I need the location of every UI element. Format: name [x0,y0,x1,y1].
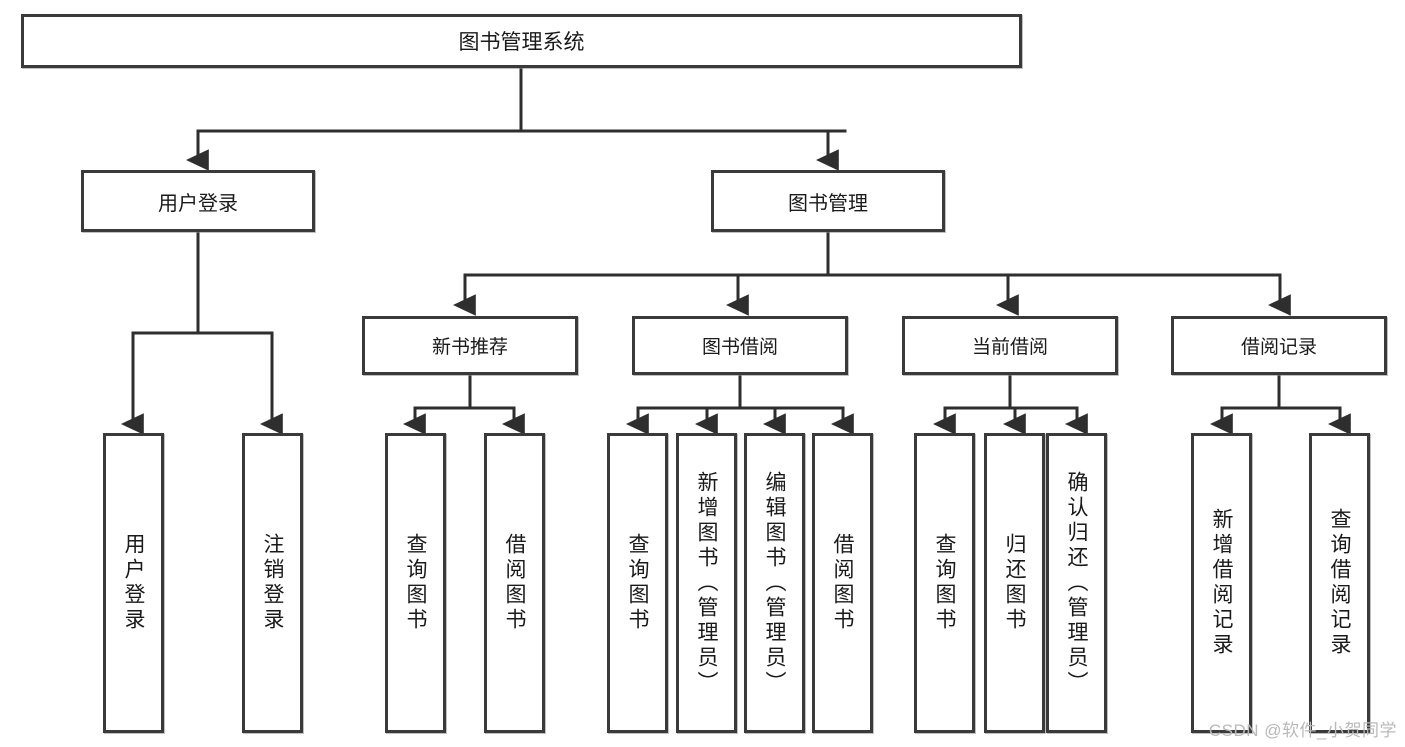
leaf-label: 归还图书 [1003,533,1026,633]
node-label: 用户登录 [158,192,238,215]
node-label: 图书管理 [788,192,868,215]
leaf-logout[interactable]: 注销登录 [242,433,303,733]
node-book-borrow[interactable]: 图书借阅 [632,316,848,375]
leaf-query-book-current[interactable]: 查询图书 [914,433,975,733]
leaf-confirm-return-admin[interactable]: 确认归还（管理员） [1046,433,1107,733]
leaf-edit-book-admin[interactable]: 编辑图书（管理员） [744,433,805,733]
leaf-query-book-recommend[interactable]: 查询图书 [385,433,446,733]
leaf-label: 确认归还（管理员） [1065,470,1088,696]
leaf-borrow-book-recommend[interactable]: 借阅图书 [484,433,545,733]
leaf-label: 新增借阅记录 [1210,508,1233,658]
leaf-borrow-book[interactable]: 借阅图书 [812,433,873,733]
node-book-management[interactable]: 图书管理 [711,170,945,232]
leaf-label: 查询图书 [404,533,427,633]
leaf-add-book-admin[interactable]: 新增图书（管理员） [676,433,737,733]
watermark: CSDN @软件_小贺同学 [1208,721,1397,740]
leaf-query-book-borrow[interactable]: 查询图书 [607,433,668,733]
node-new-book-recommend[interactable]: 新书推荐 [362,316,578,375]
node-label: 当前借阅 [971,337,1048,358]
leaf-label: 新增图书（管理员） [695,470,718,696]
node-label: 借阅记录 [1240,337,1317,358]
leaf-label: 查询借阅记录 [1328,508,1351,658]
leaf-label: 用户登录 [122,533,145,633]
node-user-login[interactable]: 用户登录 [81,170,315,232]
leaf-label: 借阅图书 [831,533,854,633]
leaf-add-borrow-record[interactable]: 新增借阅记录 [1191,433,1252,733]
leaf-return-book[interactable]: 归还图书 [984,433,1045,733]
leaf-label: 查询图书 [626,533,649,633]
node-borrow-record[interactable]: 借阅记录 [1171,316,1387,375]
node-label: 图书管理系统 [458,31,585,54]
leaf-query-borrow-record[interactable]: 查询借阅记录 [1309,433,1370,733]
leaf-label: 注销登录 [261,533,284,633]
node-label: 图书借阅 [701,337,778,358]
leaf-user-login[interactable]: 用户登录 [103,433,164,733]
node-book-management-system[interactable]: 图书管理系统 [21,14,1022,68]
leaf-label: 查询图书 [933,533,956,633]
leaf-label: 编辑图书（管理员） [763,470,786,696]
node-label: 新书推荐 [431,337,508,358]
node-current-borrow[interactable]: 当前借阅 [902,316,1118,375]
leaf-label: 借阅图书 [503,533,526,633]
